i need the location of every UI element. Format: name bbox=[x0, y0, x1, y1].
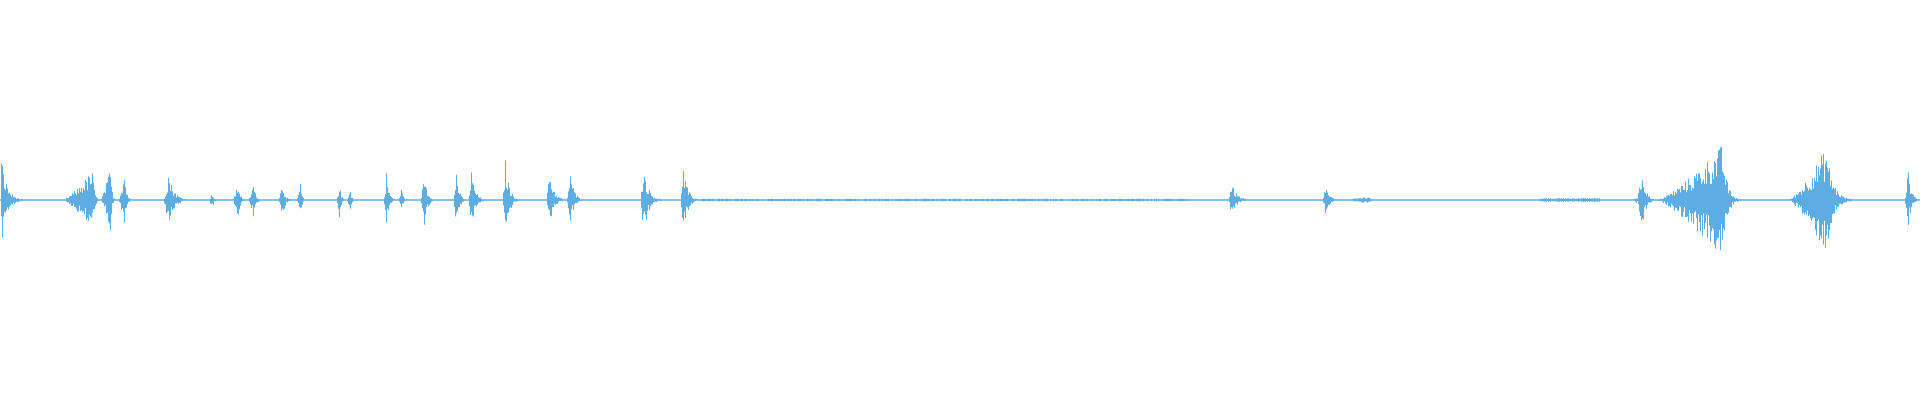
waveform-envelope bbox=[0, 146, 1920, 251]
